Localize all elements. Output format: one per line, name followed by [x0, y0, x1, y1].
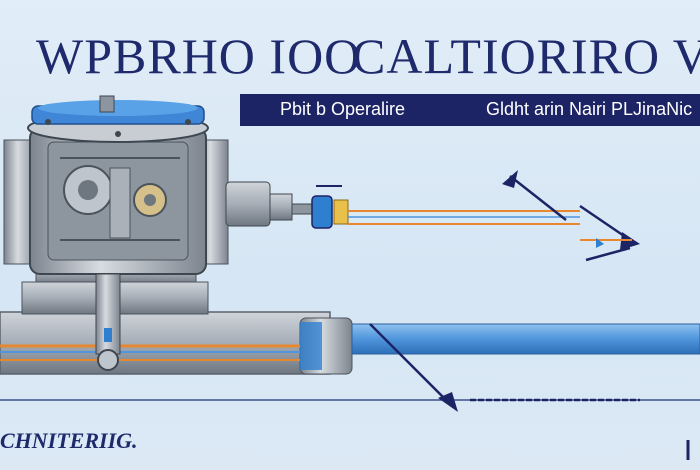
actuator-shaft — [225, 181, 580, 229]
main-pipe — [0, 311, 700, 402]
subtitle-banner: Pbit b Operalire Gldht arin Nairi PLJina… — [240, 94, 700, 126]
valve-icon — [3, 95, 229, 371]
banner-left-label: Pbit b Operalire — [280, 99, 406, 119]
banner-right-label: Gldht arin Nairi PLJinaNic — [486, 99, 693, 119]
diagram-title: WPBRHO IOO CALTIORIRO VGEAY — [0, 26, 700, 86]
title-part-2: CALTIORIRO VGEAY — [352, 28, 700, 84]
arrow-icon — [369, 170, 640, 412]
title-part-1: WPBRHO IOO — [36, 28, 362, 84]
footer-label: CHNITERIIG. — [0, 428, 138, 453]
